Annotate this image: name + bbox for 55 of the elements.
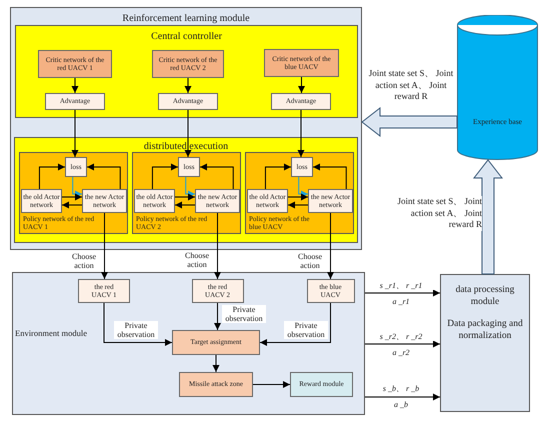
block-arrow — [361, 106, 458, 138]
arrow — [152, 164, 178, 190]
panel-title: Environment module — [15, 328, 88, 338]
module-panel — [10, 7, 362, 250]
arrow — [298, 176, 308, 198]
arrow — [298, 110, 304, 158]
edge-label: Private observation — [222, 305, 266, 324]
controller-panel — [15, 25, 358, 118]
arrow — [72, 78, 78, 94]
execution-panel — [14, 137, 358, 243]
module-panel — [440, 274, 530, 412]
arrow — [174, 194, 196, 200]
arrow — [252, 381, 290, 388]
arrow — [184, 110, 192, 158]
arrow — [214, 302, 221, 330]
edge-label: Private observation — [114, 321, 158, 340]
arrow — [364, 394, 440, 400]
arrow — [298, 76, 305, 94]
policy-panel — [19, 152, 128, 234]
arrow — [214, 212, 221, 280]
policy-panel — [132, 152, 241, 234]
arrow — [72, 110, 78, 158]
arrow — [200, 164, 234, 190]
arrow — [212, 354, 220, 372]
panel-title: Reinforcement learning module — [121, 13, 251, 24]
module-description: Data packaging and normalization — [446, 319, 524, 343]
edge-label: Private observation — [284, 321, 328, 340]
module-panel — [12, 272, 365, 415]
arrow — [62, 202, 82, 208]
arrow — [364, 340, 440, 348]
signal-label: a _b — [393, 400, 409, 410]
arrow — [288, 194, 308, 200]
signal-label: a _r2 — [391, 348, 411, 358]
arrow — [38, 164, 66, 190]
arrow — [104, 302, 172, 346]
arrow — [174, 202, 196, 208]
arrow — [312, 164, 347, 190]
policy-panel — [245, 152, 354, 234]
arrow — [327, 212, 334, 280]
panel-title: Central controller — [150, 31, 223, 42]
panel-title: distributed execution — [142, 141, 230, 152]
arrow — [184, 78, 192, 94]
arrow — [185, 176, 196, 198]
arrow — [101, 212, 108, 280]
module-title: data processing module — [454, 285, 516, 309]
arrow — [364, 290, 440, 296]
arrow — [260, 302, 331, 346]
edge-label: Joint state set S、 Joint action set A、 Joint reward R — [396, 196, 482, 232]
arrow — [72, 176, 82, 198]
arrow — [288, 202, 308, 208]
signal-label: a _r1 — [391, 297, 411, 306]
arrow — [264, 164, 292, 190]
arrow — [62, 194, 82, 200]
block-arrow — [472, 159, 504, 274]
arrow — [86, 164, 121, 190]
